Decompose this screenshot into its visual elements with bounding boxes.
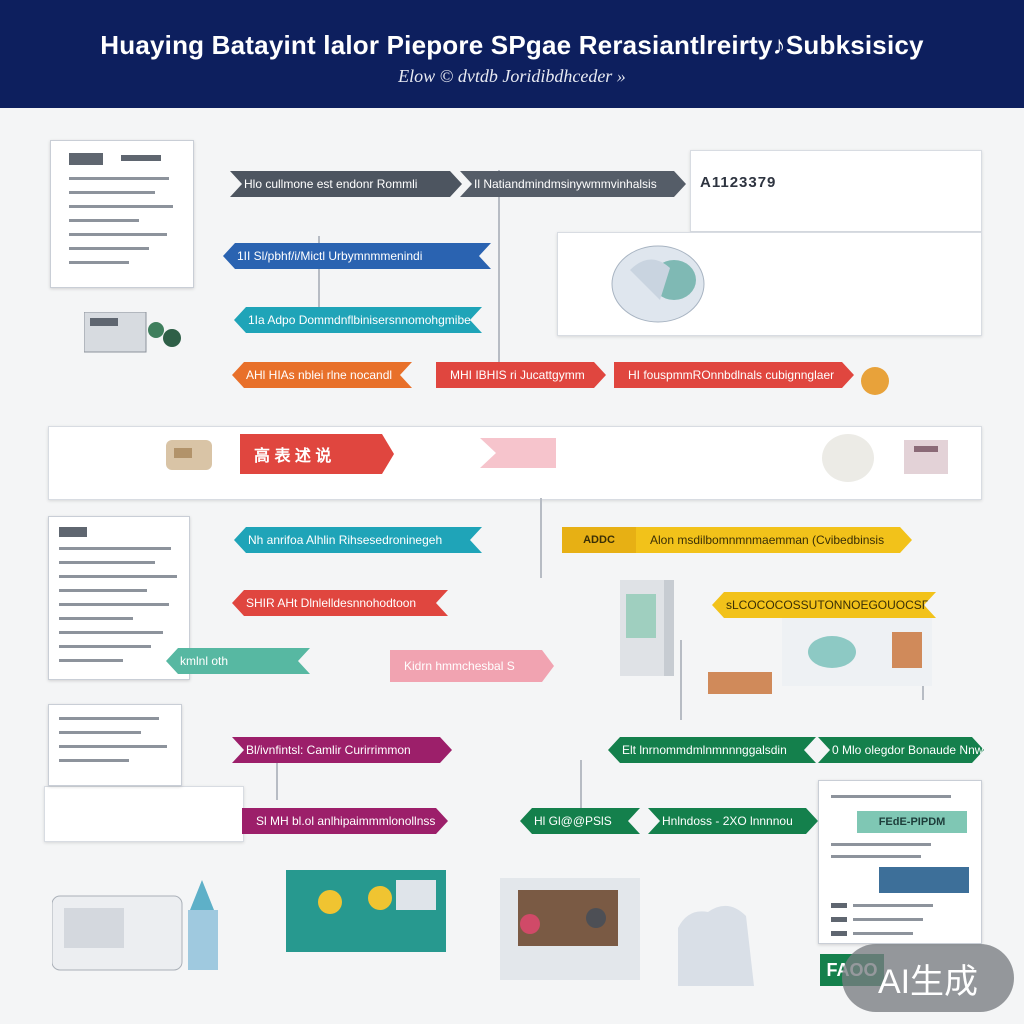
banner-row1-right: Il Natiandmindmsinywmmvinhalsis xyxy=(460,171,686,197)
connector-vertical-6 xyxy=(580,760,582,810)
banner-row7-left: SHIR AHt Dlnlelldesnnohodtoon xyxy=(232,590,448,616)
ai-generated-watermark: AI生成 xyxy=(842,944,1014,1012)
banner-row4-1: AHl HIAs nblei rlne nocandl xyxy=(232,362,412,388)
banner-row6-right: Alon msdilbomnmnmaemman (Cvibedbinsis xyxy=(636,527,912,553)
banner-row7-right: sLCOCOCOSSUTONNOEGOUOCSRccalmssibre xyxy=(712,592,936,618)
connector-vertical-2 xyxy=(318,236,320,316)
banner-row8-mint: kmlnl oth xyxy=(166,648,310,674)
panel-top-right xyxy=(690,150,982,232)
machine-illustration xyxy=(51,880,232,976)
bulb-illustration xyxy=(818,428,958,488)
banner-row4-2: MHI IBHIS ri Jucattgymm xyxy=(436,362,606,388)
code-label: A1123379 xyxy=(700,174,777,191)
banner-row6-left: Nh anrifoa Alhlin Rihsesedroninegeh xyxy=(234,527,482,553)
banner-row3: 1Ia Adpo Dommdnflbinisersnnomohgmibe xyxy=(234,307,482,333)
banner-row10-right: Hnlndoss - 2XO lnnnnou xyxy=(648,808,818,834)
connector-vertical-4 xyxy=(680,640,682,720)
pink-arrow-icon xyxy=(480,438,556,468)
people-room-illustration xyxy=(500,878,640,980)
banner-middle-red: 高 表 述 说 xyxy=(240,434,394,474)
tray-illustration xyxy=(160,432,220,478)
glove-illustration xyxy=(658,898,768,986)
connector-vertical-5 xyxy=(276,760,278,800)
orange-block xyxy=(708,672,772,694)
connector-vertical-3 xyxy=(540,498,542,578)
document-thumbnail-1 xyxy=(50,140,194,288)
header-bar: Huaying Batayint lalor Piepore SPgae Rer… xyxy=(0,0,1024,108)
document-card-right: FEdE-PIPDM xyxy=(818,780,982,944)
document-thumbnail-3 xyxy=(48,704,182,786)
kiosk-illustration xyxy=(620,580,690,676)
lab-illustration xyxy=(772,612,942,692)
people-teal-illustration xyxy=(286,870,446,952)
page-title: Huaying Batayint lalor Piepore SPgae Rer… xyxy=(100,30,924,60)
globe-illustration xyxy=(600,240,720,328)
banner-row9-mid: Elt lnrnommdmlnmnnnggalsdin xyxy=(608,737,816,763)
banner-row9-right: 0 Mlo olegdor Bonaude Nnw xyxy=(818,737,984,763)
connector-vertical-1 xyxy=(498,170,500,370)
small-tag: ADDC xyxy=(562,527,636,553)
banner-row8-pink: Kidrn hmmchesbal S xyxy=(390,650,554,682)
banner-row9-left: Bl/ivnfintsl: Camlir Curirrimmon xyxy=(232,737,452,763)
banner-row1-left: Hlo cullmone est endonr Rommli xyxy=(230,171,462,197)
banner-row4-3: HI fouspmmROnnbdlnals cubignnglaer xyxy=(614,362,854,388)
banner-row10-mid: Hl Gl@@PSlS xyxy=(520,808,640,834)
card-title: FEdE-PIPDM xyxy=(857,811,967,833)
document-thumbnail-2 xyxy=(48,516,190,680)
banner-row10-left: Sl MH bl.ol anlhipaimmmlonollnss xyxy=(242,808,448,834)
orange-marker-icon xyxy=(858,364,892,398)
device-illustration xyxy=(83,311,184,356)
panel-lower-left xyxy=(44,786,244,842)
banner-row2: 1II Sl/pbhf/i/Mictl Urbymnmmenindi xyxy=(223,243,491,269)
page-subtitle: Elow © dvtdb Joridibdhceder » xyxy=(398,66,626,86)
